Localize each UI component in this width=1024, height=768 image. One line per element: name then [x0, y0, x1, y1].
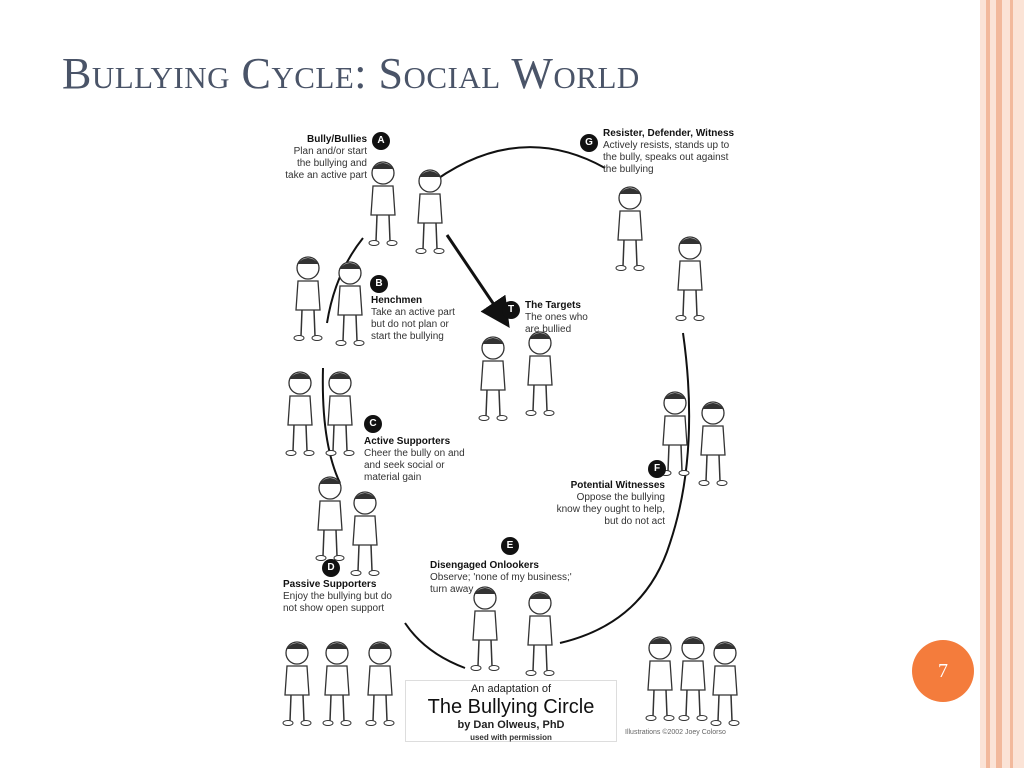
- role-f-label: Potential Witnesses Oppose the bullying …: [556, 480, 665, 527]
- figure-active-supporter-2: [325, 371, 355, 457]
- frame-stripe-3: [1010, 0, 1013, 768]
- role-e-label: Disengaged Onlookers Observe; 'none of m…: [430, 560, 572, 595]
- frame-stripe-2: [996, 0, 1002, 768]
- figure-witness-1: [660, 391, 690, 477]
- figure-active-supporter-1: [285, 371, 315, 457]
- caption-title: The Bullying Circle: [427, 696, 595, 718]
- figure-henchman-2: [335, 261, 365, 347]
- role-c-badge: C: [364, 415, 382, 433]
- caption-line-1: An adaptation of: [470, 683, 552, 695]
- figure-henchman-1: [293, 256, 323, 342]
- slide-title: Bullying Cycle: Social World: [62, 49, 640, 98]
- figure-group-left-1: [282, 641, 312, 727]
- caption-author: by Dan Olweus, PhD: [457, 719, 565, 731]
- figure-defender-1: [615, 186, 645, 272]
- figure-bully-2: [415, 169, 445, 255]
- role-d-label: Passive Supporters Enjoy the bullying bu…: [283, 579, 392, 614]
- role-g-label: Resister, Defender, Witness Actively res…: [603, 128, 735, 175]
- role-t-label: The Targets The ones who are bullied: [525, 300, 588, 335]
- role-a-badge: A: [372, 132, 390, 150]
- role-a-label: Bully/Bullies Plan and/or start the bull…: [285, 134, 367, 181]
- bullying-circle-caption: An adaptation of The Bullying Circle by …: [405, 680, 617, 742]
- figure-group-left-2: [322, 641, 352, 727]
- bullying-circle-diagram: Bully/Bullies Plan and/or start the bull…: [275, 123, 750, 743]
- cycle-arc-bottom: [404, 622, 466, 669]
- cycle-arc-top: [424, 146, 606, 189]
- figure-onlooker-1: [470, 586, 500, 672]
- role-e-badge: E: [501, 537, 519, 555]
- cycle-drawing: [282, 146, 740, 727]
- caption-permission: used with permission: [470, 733, 552, 742]
- role-d-badge: D: [322, 559, 340, 577]
- role-c-label: Active Supporters Cheer the bully on and…: [364, 436, 465, 483]
- figure-witness-2: [698, 401, 728, 487]
- role-t-badge: T: [502, 301, 520, 319]
- figure-target-2: [525, 331, 555, 417]
- role-b-label: Henchmen Take an active part but do not …: [371, 295, 455, 342]
- frame-stripe-1: [986, 0, 990, 768]
- figure-group-right-1: [645, 636, 675, 722]
- figure-onlooker-2: [525, 591, 555, 677]
- figure-group-right-2: [678, 636, 708, 722]
- role-b-badge: B: [370, 275, 388, 293]
- page-number-badge: 7: [912, 640, 974, 702]
- bully-to-target-arrow: [445, 234, 510, 328]
- role-g-badge: G: [580, 134, 598, 152]
- role-f-badge: F: [648, 460, 666, 478]
- illustration-credit: Illustrations ©2002 Joey Colorso: [625, 729, 726, 736]
- figure-passive-supporter-1: [315, 476, 345, 562]
- cycle-arc-left-lower: [321, 367, 341, 484]
- figure-group-left-3: [365, 641, 395, 727]
- figure-bully-1: [368, 161, 398, 247]
- figure-group-right-3: [710, 641, 740, 727]
- figure-passive-supporter-2: [350, 491, 380, 577]
- figure-defender-2: [675, 236, 705, 322]
- cycle-arc-right: [559, 332, 691, 644]
- figure-target-1: [478, 336, 508, 422]
